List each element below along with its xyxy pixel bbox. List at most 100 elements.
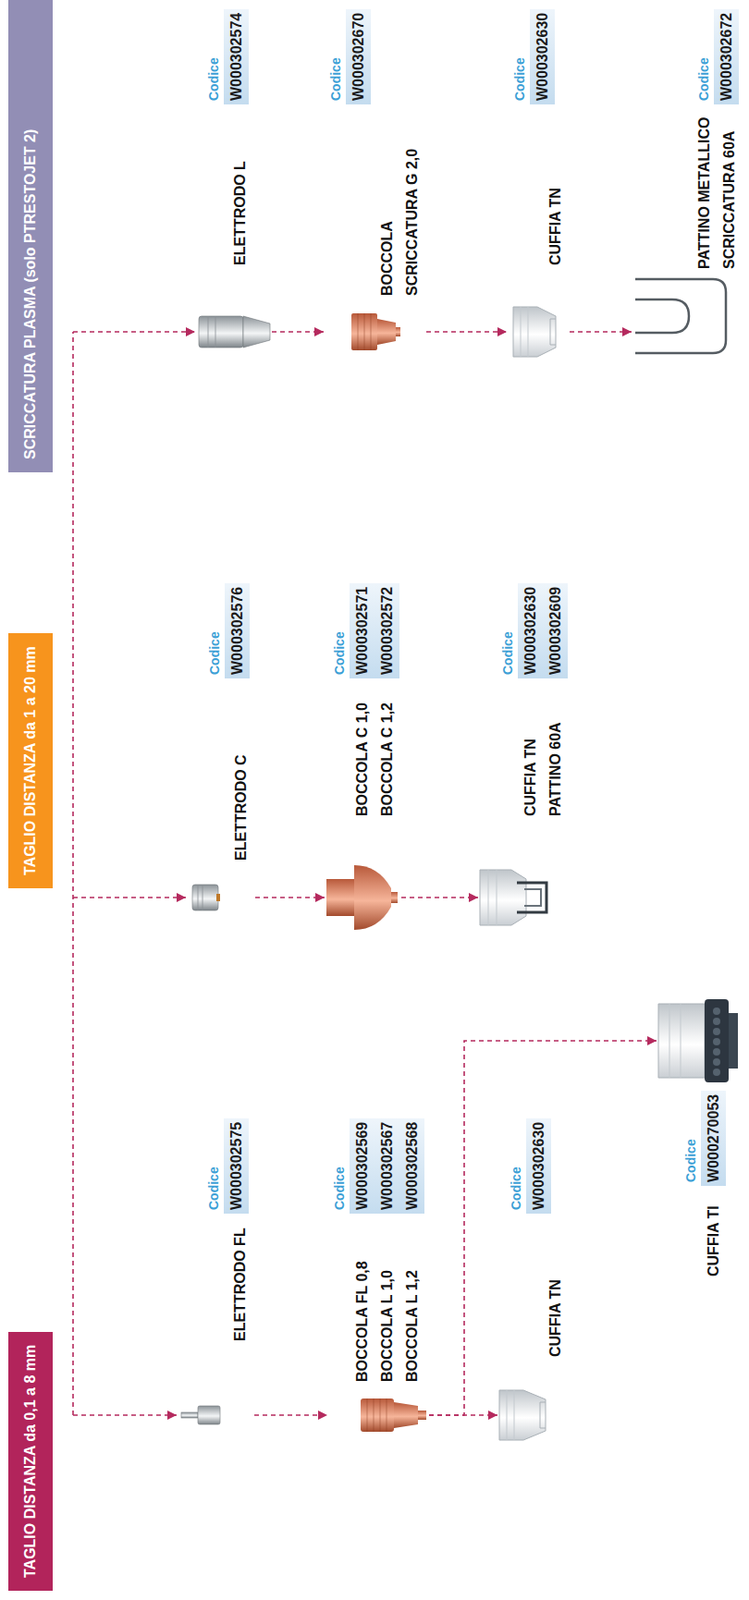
bead <box>712 1038 721 1046</box>
part-code: W000302609 <box>542 587 568 676</box>
flow-connector <box>426 331 507 333</box>
nozzle-thread <box>367 1399 387 1433</box>
part-code: W000302575 <box>223 1122 249 1211</box>
code-group: CodiceW000302571W000302572 <box>329 583 400 679</box>
part-names: BOCCOLA SCRICCATURA G 2,0 <box>374 104 425 296</box>
picture-area <box>326 816 398 931</box>
code-group: CodiceW000302630 <box>505 1118 552 1215</box>
part-node: CUFFIA TNPATTINO 60ACodiceW000302630W000… <box>479 583 568 929</box>
part-name: CUFFIA TN <box>542 1214 568 1358</box>
code-heading: Codice <box>329 583 350 679</box>
electrode-groove <box>208 316 216 348</box>
section-band: TAGLIO DISTANZA da 1 a 20 mm <box>8 633 53 889</box>
guide-wire <box>635 299 689 333</box>
code-heading: Codice <box>329 1118 350 1215</box>
part-code: W000302568 <box>399 1122 425 1211</box>
shield-band <box>704 999 729 1083</box>
code-list: W000302571W000302572 <box>349 583 400 679</box>
part-node: BOCCOLA FL 0,8BOCCOLA L 1,0BOCCOLA L 1,2… <box>329 1118 428 1437</box>
bead <box>712 1058 721 1067</box>
part-name: ELETTRODO L <box>227 104 253 266</box>
code-heading: Codice <box>509 9 530 105</box>
part-node: CUFFIA TNCodiceW000302630 <box>499 1118 568 1437</box>
shield-picture <box>513 306 556 357</box>
standoff-wire <box>524 889 541 907</box>
code-group: CodiceW000270053 <box>680 1091 726 1187</box>
shield-rib <box>488 870 497 926</box>
part-name: BOCCOLA FL 0,8 <box>349 1214 375 1383</box>
nozzle-picture <box>360 1399 427 1433</box>
nozzle-dome <box>354 865 392 931</box>
code-list: W000302670 <box>345 9 371 105</box>
part-name: PATTINO 60A <box>542 678 568 817</box>
part-names: ELETTRODO L <box>227 104 253 266</box>
code-list: W000302630 <box>526 1118 552 1215</box>
electrode-groove <box>197 884 203 911</box>
part-node: ELETTRODO FLCodiceW000302575 <box>180 1118 253 1437</box>
shield-rib <box>520 306 528 357</box>
gouging-guide-picture <box>635 279 726 354</box>
part-name: BOCCOLA L 1,0 <box>374 1214 400 1383</box>
electrode-body <box>192 884 219 911</box>
shield-mouth <box>540 1402 546 1429</box>
code-group: CodiceW000302575 <box>203 1118 249 1215</box>
part-name: CUFFIA TN <box>542 104 568 266</box>
shield-tip <box>728 1013 738 1069</box>
part-names: BOCCOLA C 1,0BOCCOLA C 1,2 <box>349 678 400 817</box>
part-names: BOCCOLA FL 0,8BOCCOLA L 1,0BOCCOLA L 1,2 <box>349 1214 425 1383</box>
shield-rib <box>506 1390 515 1441</box>
bus-arrow <box>73 1414 177 1417</box>
code-group: CodiceW000302670 <box>325 9 371 105</box>
code-group: CodiceW000302630 <box>509 9 555 105</box>
shield-body <box>658 1004 705 1079</box>
section-band: TAGLIO DISTANZA da 0,1 a 8 mm <box>8 1332 53 1592</box>
standoff-wire <box>516 883 547 913</box>
code-list: W000302574 <box>223 9 249 105</box>
section-title: TAGLIO DISTANZA da 1 a 20 mm <box>21 646 40 876</box>
shield-ti-picture <box>658 999 738 1083</box>
picture-area <box>499 1357 548 1437</box>
part-code: W000302574 <box>223 12 249 101</box>
code-list: W000302576 <box>224 583 250 679</box>
nozzle-picture <box>351 313 401 351</box>
part-code: W000302630 <box>529 12 555 101</box>
code-list: W000302672 <box>713 9 739 105</box>
nozzle-cone <box>377 319 396 345</box>
picture-area <box>658 995 740 1092</box>
nozzle-cone <box>393 1402 418 1429</box>
part-names: ELETTRODO FL <box>227 1214 253 1342</box>
picture-area <box>479 816 552 929</box>
code-heading: Codice <box>325 9 346 105</box>
flow-connector <box>429 1041 657 1416</box>
flow-connector <box>569 331 632 333</box>
code-heading: Codice <box>680 1091 701 1187</box>
flow-connector <box>254 1414 328 1417</box>
code-list: W000302575 <box>223 1118 249 1215</box>
code-list: W000302569W000302567W000302568 <box>349 1118 425 1215</box>
picture-area <box>329 1382 428 1437</box>
code-group: CodiceW000302576 <box>204 583 250 679</box>
feed-bus <box>73 331 196 1416</box>
code-heading: Codice <box>203 9 224 105</box>
part-node: BOCCOLA C 1,0BOCCOLA C 1,2CodiceW0003025… <box>326 583 400 931</box>
flow-connector <box>271 331 324 333</box>
part-code: W000302670 <box>345 12 371 101</box>
shield-body <box>479 870 527 926</box>
part-name: BOCCOLA SCRICCATURA G 2,0 <box>374 138 425 296</box>
nozzle-tip <box>417 1411 427 1421</box>
electrode-tip <box>243 316 271 348</box>
part-code: W000302630 <box>526 1122 552 1211</box>
part-name: BOCCOLA C 1,2 <box>374 678 400 817</box>
code-heading: Codice <box>505 1118 527 1215</box>
shield-body <box>499 1390 546 1441</box>
connector-group <box>254 331 657 1416</box>
code-group: CodiceW000302630W000302609 <box>497 583 568 679</box>
shield-picture <box>499 1390 546 1441</box>
flow-connector <box>401 896 479 899</box>
bead <box>712 1007 721 1016</box>
nozzle-picture <box>326 865 398 931</box>
